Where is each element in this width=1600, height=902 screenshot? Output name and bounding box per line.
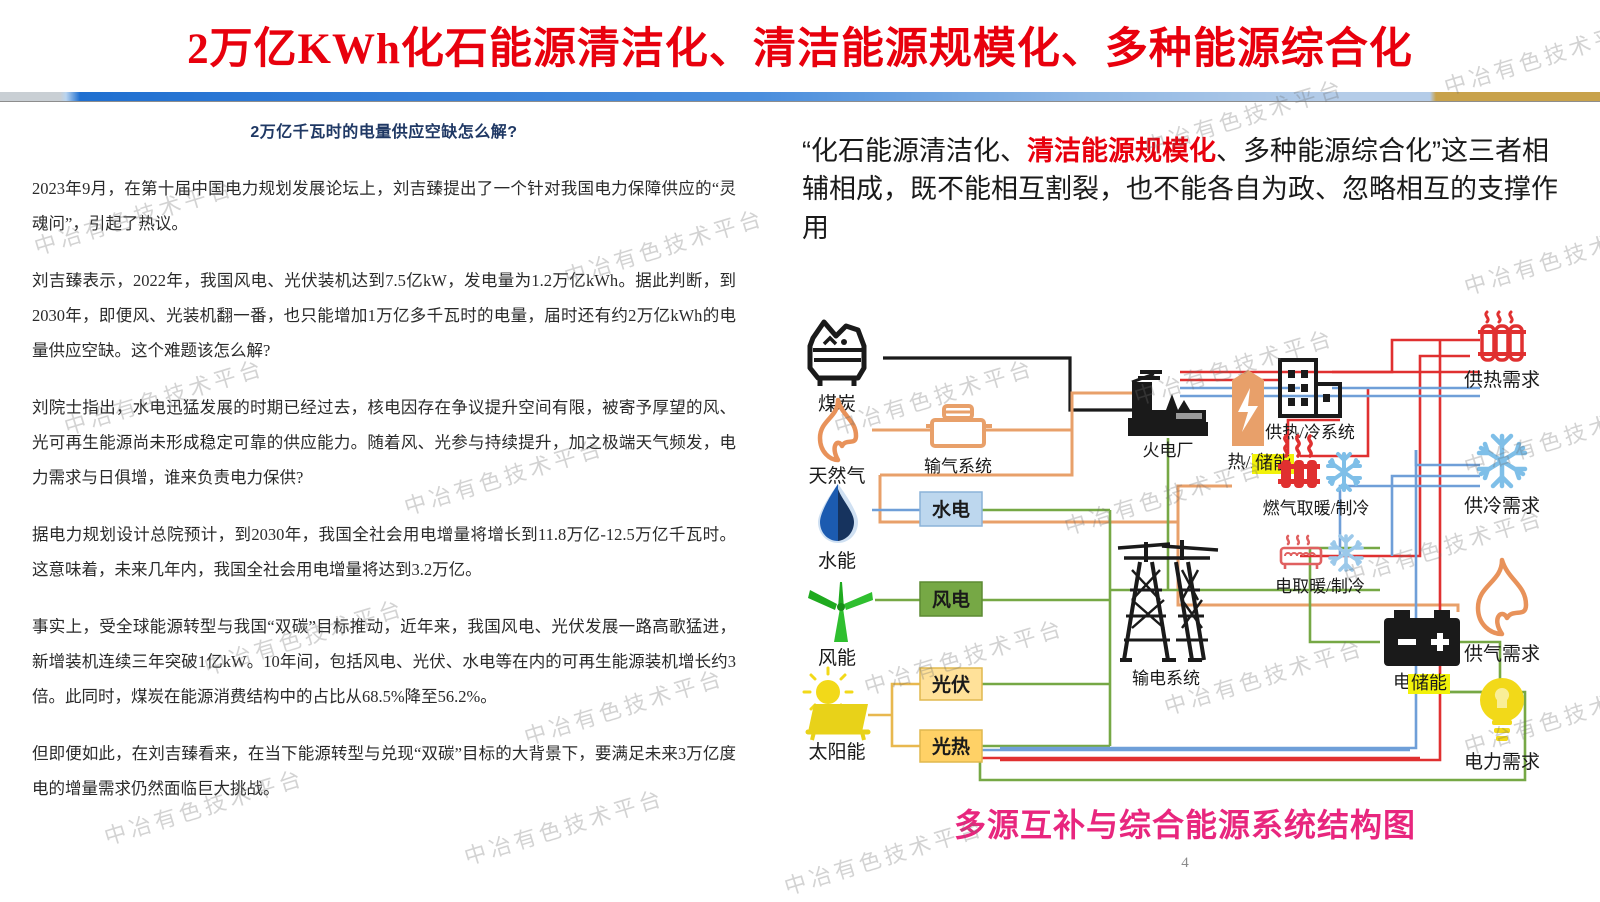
conversion-box-wind: 风电: [919, 581, 983, 617]
thermal-storage-icon: [1232, 370, 1264, 446]
article-paragraph: 据电力规划设计总院预计，到2030年，我国全社会用电增量将增长到11.8万亿-1…: [32, 524, 736, 579]
quote-block: “化石能源清洁化、清洁能源规模化、多种能源综合化”这三者相辅相成，既不能相互割裂…: [802, 132, 1572, 247]
enduse-label-electric-heat-cool: 电取暖/制冷: [1275, 577, 1365, 596]
quote-part-one: “化石能源清洁化、: [802, 136, 1027, 166]
article-paragraph: 事实上，受全球能源转型与我国“双碳”目标推动，近年来，我国风电、光伏发展一路高歌…: [32, 616, 736, 706]
page-number: 4: [1181, 855, 1189, 871]
storage-highlight: 储能: [1411, 673, 1447, 693]
conversion-box-label: 风电: [932, 588, 970, 611]
title-divider-rule: [0, 92, 1600, 102]
conversion-box-solar-thermal: 光热: [919, 729, 983, 763]
flame-icon: [1475, 557, 1529, 637]
power-plant-icon: [1128, 370, 1208, 436]
diagram-caption: 多源互补与综合能源系统结构图: [953, 807, 1416, 843]
article-paragraph: 2023年9月，在第十届中国电力规划发展论坛上，刘吉臻提出了一个针对我国电力保障…: [32, 179, 736, 233]
line-electric: [978, 438, 1527, 782]
solar-panel-icon: [802, 666, 871, 741]
storage-prefix: 电: [1393, 672, 1411, 692]
line-coal: [883, 356, 1138, 412]
line-heat: [980, 338, 1480, 762]
article-paragraph: 刘院士指出，水电迅猛发展的时期已经过去，核电因存在争议提升空间有限，被寄予厚望的…: [32, 397, 736, 487]
node-label-heat-cool-system: 供热/冷系统: [1265, 423, 1355, 442]
node-label-transmission: 输电系统: [1132, 669, 1200, 688]
conversion-box-label: 光热: [931, 735, 970, 758]
thermal-storage-label: 热/冷 储能: [1227, 452, 1294, 474]
node-label-gas-network: 输气系统: [924, 457, 992, 476]
line-solar: [868, 682, 920, 748]
demand-label-heat: 供热需求: [1464, 369, 1540, 391]
snowflake-icon: [1328, 534, 1364, 572]
building-icon: [1278, 358, 1342, 418]
source-label-wind: 风能: [818, 647, 856, 669]
article-paragraph: 但即便如此，在刘吉臻看来，在当下能源转型与兑现“双碳”目标的大背景下，要满足未来…: [32, 743, 736, 798]
conversion-box-label: 水电: [932, 498, 970, 521]
radiator-icon: [1478, 310, 1526, 362]
article-column: 2万亿千瓦时的电量供应空缺怎么解? 2023年9月，在第十届中国电力规划发展论坛…: [24, 110, 744, 890]
article-heading: 2万亿千瓦时的电量供应空缺怎么解?: [250, 124, 518, 141]
radiator-icon: [1278, 434, 1320, 488]
source-label-solar: 太阳能: [808, 741, 865, 763]
coal-icon: [807, 319, 867, 386]
energy-system-diagram: 煤炭 天然气 水能 风能: [780, 260, 1590, 790]
source-label-gas: 天然气: [808, 465, 865, 487]
quote-part-two: 、多种能源综合化”这三者相辅相成，既不能相互割裂，也不能各自为政、忽略相互的支撑…: [802, 136, 1558, 243]
conversion-box-hydro: 水电: [919, 491, 983, 527]
right-pane: “化石能源清洁化、清洁能源规模化、多种能源综合化”这三者相辅相成，既不能相互割裂…: [780, 110, 1590, 890]
page-title: 2万亿KWh化石能源清洁化、清洁能源规模化、多种能源综合化: [187, 26, 1413, 73]
heater-icon: [1279, 534, 1323, 569]
source-label-water: 水能: [818, 550, 856, 572]
demand-label-gas: 供气需求: [1464, 643, 1540, 665]
node-label-power-plant: 火电厂: [1143, 441, 1194, 460]
flame-icon: [817, 397, 859, 463]
battery-storage-label: 电 储能: [1393, 672, 1450, 694]
conversion-box-label: 光伏: [931, 673, 970, 696]
snowflake-icon: [1476, 433, 1528, 489]
snowflake-icon: [1326, 452, 1362, 492]
wind-turbine-icon: [808, 582, 873, 642]
water-drop-icon: [818, 484, 858, 543]
svg-text:电: 电: [1393, 672, 1411, 692]
lightbulb-icon: [1480, 678, 1524, 741]
article-paragraph: 刘吉臻表示，2022年，我国风电、光伏装机达到7.5亿kW，发电量为1.2万亿k…: [32, 270, 736, 360]
quote-highlight: 清洁能源规模化: [1027, 136, 1216, 166]
transmission-tower-icon: [1117, 540, 1219, 662]
battery-icon: [1384, 610, 1460, 666]
enduse-label-gas-heat-cool: 燃气取暖/制冷: [1263, 499, 1370, 518]
conversion-box-pv: 光伏: [919, 667, 983, 701]
gas-pipe-icon: [926, 404, 992, 448]
line-cold: [980, 386, 1480, 752]
demand-label-electric: 电力需求: [1464, 751, 1540, 773]
demand-label-cold: 供冷需求: [1464, 495, 1540, 517]
